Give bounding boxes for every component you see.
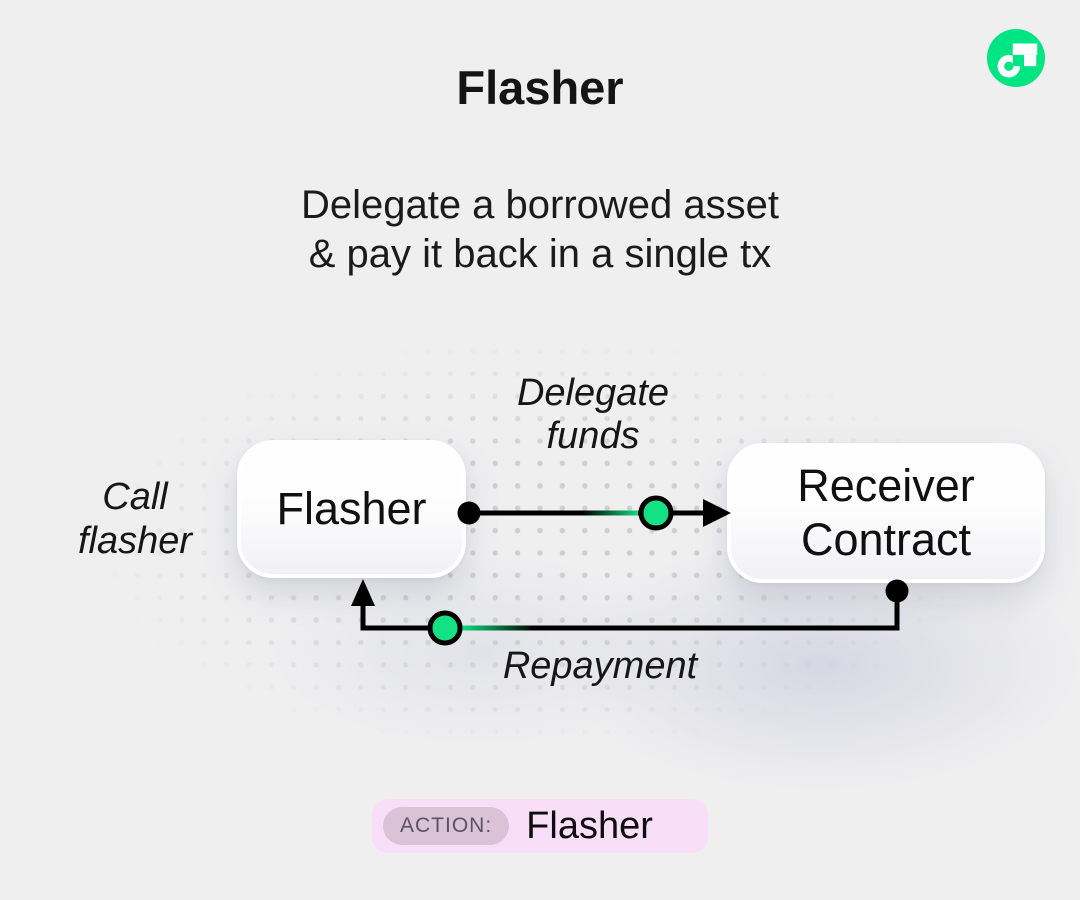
receiver-node-label: Receiver Contract bbox=[797, 460, 975, 565]
flasher-node-label: Flasher bbox=[276, 483, 427, 534]
page-title: Flasher bbox=[456, 61, 624, 114]
repayment-label: Repayment bbox=[502, 645, 698, 687]
call-flasher-label: Call flasher bbox=[77, 476, 193, 562]
action-value: Flasher bbox=[526, 804, 653, 847]
flow-logo-svg bbox=[987, 29, 1045, 87]
receiver-contract-node: Receiver Contract bbox=[727, 443, 1045, 583]
delegate-funds-label: Delegate funds bbox=[516, 372, 670, 457]
action-badge: ACTION: bbox=[383, 807, 510, 845]
flow-logo-icon bbox=[987, 29, 1045, 87]
page-subtitle: Delegate a borrowed asset & pay it back … bbox=[300, 183, 780, 276]
action-bar: ACTION: Flasher bbox=[372, 799, 708, 853]
flasher-node: Flasher bbox=[237, 440, 466, 578]
background-tint-secondary bbox=[270, 555, 690, 745]
